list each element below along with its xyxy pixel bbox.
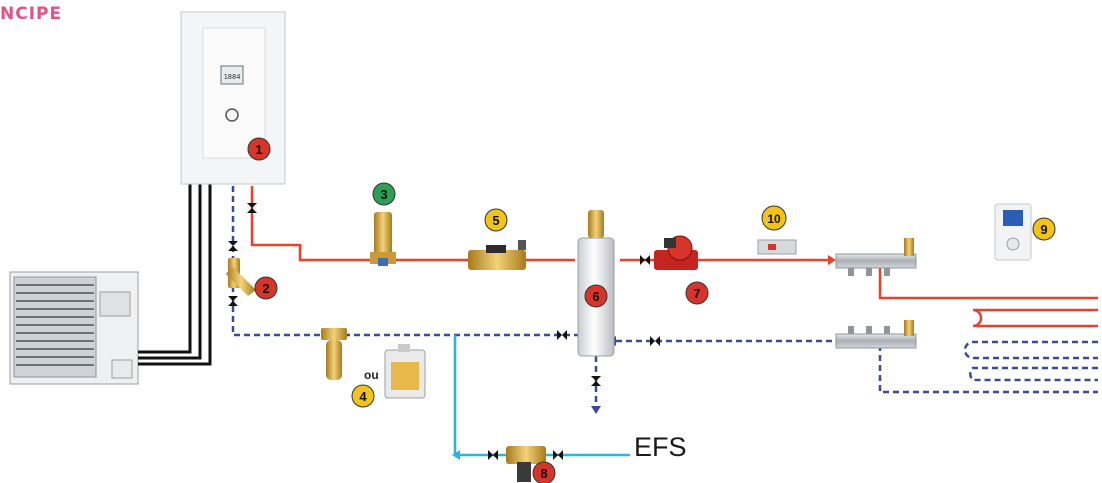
badge-6: 6 [584, 284, 608, 308]
badge-7: 7 [685, 281, 709, 305]
component-badges: 1 2 3 4 5 6 7 8 9 10 [247, 137, 1056, 483]
return-manifold-icon [835, 320, 917, 349]
buffer-tank-icon [577, 210, 615, 357]
outdoor-unit-icon [9, 271, 139, 385]
badge-3: 3 [372, 182, 396, 206]
flow-pipe [250, 186, 575, 262]
underfloor-hot-coil [972, 308, 1098, 328]
svg-text:2: 2 [262, 281, 269, 296]
sludge-filter-icon [321, 328, 347, 380]
boiler-icon: 1884 [180, 11, 286, 185]
underfloor-return-coil [878, 340, 1098, 394]
circulator-pump-icon [654, 235, 698, 270]
safety-group-icon [370, 212, 396, 266]
efs-label: EFS [634, 432, 687, 462]
badge-10: 10 [761, 205, 787, 231]
svg-text:10: 10 [767, 212, 781, 226]
badge-2: 2 [254, 276, 278, 300]
thermostatic-limiter-icon [757, 239, 797, 255]
svg-text:6: 6 [592, 289, 599, 304]
check-valve-icon [468, 240, 526, 270]
boiler-display: 1884 [224, 73, 241, 81]
badge-5: 5 [484, 208, 508, 232]
inhibitor-can-icon [384, 344, 426, 399]
y-strainer-icon [226, 258, 256, 296]
floor-loop-feed [878, 265, 1098, 300]
badge-1: 1 [247, 137, 271, 161]
flow-arrows [452, 255, 836, 460]
badge-9: 9 [1032, 217, 1056, 241]
svg-text:1: 1 [255, 142, 262, 157]
svg-text:7: 7 [693, 286, 700, 301]
badge-4: 4 [351, 384, 375, 408]
svg-text:9: 9 [1040, 222, 1047, 237]
supply-manifold-icon [835, 238, 917, 276]
or-label: ou [364, 368, 379, 382]
thermostat-icon [994, 203, 1032, 261]
svg-text:3: 3 [380, 187, 387, 202]
svg-text:8: 8 [540, 466, 547, 481]
svg-text:4: 4 [359, 389, 367, 404]
badge-8: 8 [532, 461, 556, 483]
isolation-valves [228, 203, 660, 460]
page-title: NCIPE [0, 4, 63, 24]
pressure-reducer-icon [506, 446, 546, 482]
svg-text:5: 5 [492, 213, 499, 228]
refrigerant-lines [138, 180, 212, 366]
